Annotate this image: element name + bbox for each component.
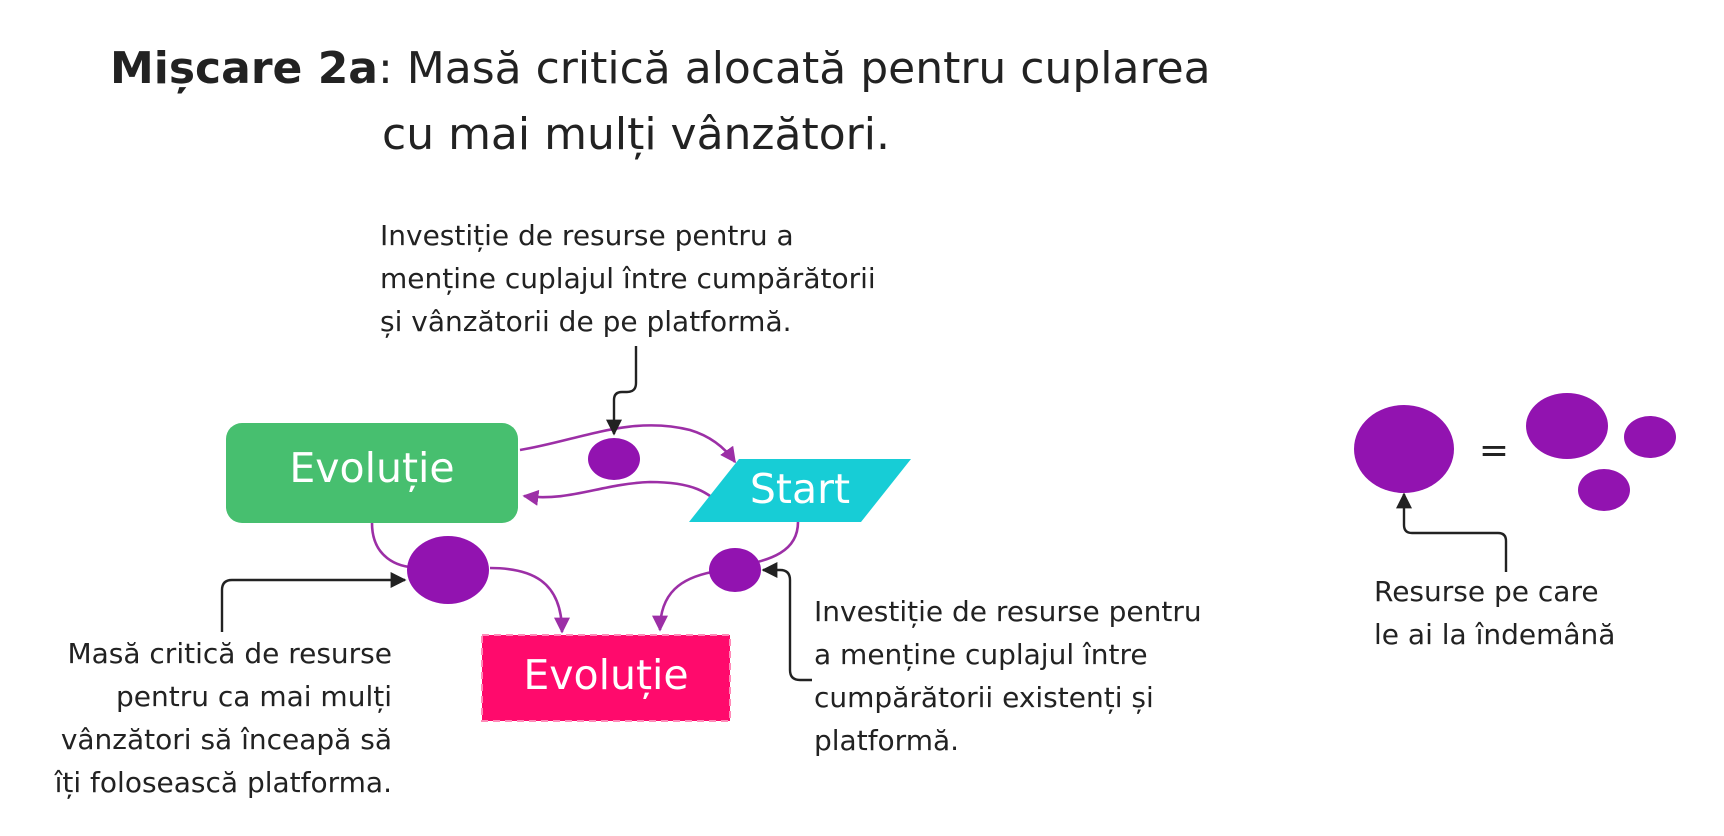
note-right-line: Investiție de resurse pentru <box>814 595 1202 628</box>
note-top-line: menține cuplajul între cumpărătorii <box>380 262 876 295</box>
note-left-line: vânzători să înceapă să <box>60 723 392 756</box>
title-rest: : Masă critică alocată pentru cuplarea <box>378 43 1211 94</box>
evolutie-bottom-node <box>481 634 731 722</box>
note-left-line: Masă critică de resurse <box>67 637 392 670</box>
note-top-line: și vânzătorii de pe platformă. <box>380 305 792 338</box>
title-bold: Mișcare 2a <box>110 43 378 94</box>
legend-small-circle-2 <box>1624 416 1676 458</box>
note-left-line: îți folosească platforma. <box>54 766 392 799</box>
note-resources: Resurse pe care le ai la îndemână <box>1374 570 1615 656</box>
start-node <box>689 459 911 522</box>
evolutie-top-label: Evoluție <box>289 444 454 492</box>
legend-small-circle-3 <box>1578 469 1630 511</box>
flow-to-evolutie-bottom-right <box>652 570 713 632</box>
title-line2: cu mai mulți vânzători. <box>382 109 890 160</box>
flow-start-to-evolutie <box>522 480 732 516</box>
resource-circle-critical-mass <box>407 536 489 604</box>
arrow-left-note <box>220 572 407 632</box>
note-right: Investiție de resurse pentru a menține c… <box>814 590 1202 762</box>
arrow-resources-note <box>1396 492 1508 572</box>
note-left: Masă critică de resurse pentru ca mai mu… <box>30 632 392 804</box>
resource-circle-top <box>588 438 640 480</box>
legend-large-circle <box>1354 405 1454 493</box>
resource-circle-right <box>709 548 761 592</box>
arrow-right-note <box>761 562 812 682</box>
note-top: Investiție de resurse pentru a menține c… <box>380 214 876 343</box>
arrow-top-note <box>606 346 638 436</box>
note-left-line: pentru ca mai mulți <box>115 680 392 713</box>
flow-evolutie-to-start <box>519 424 737 464</box>
note-resources-line: Resurse pe care <box>1374 575 1599 608</box>
evolutie-bottom-label: Evoluție <box>523 651 688 699</box>
note-right-line: a menține cuplajul între <box>814 638 1148 671</box>
note-right-line: platformă. <box>814 724 960 757</box>
flow-to-evolutie-bottom-left <box>489 566 570 634</box>
start-label: Start <box>750 465 850 513</box>
note-resources-line: le ai la îndemână <box>1374 618 1616 651</box>
note-right-line: cumpărătorii existenți și <box>814 681 1154 714</box>
page-title: Mișcare 2a: Masă critică alocată pentru … <box>110 36 1211 168</box>
legend-small-circle-1 <box>1526 393 1608 459</box>
legend-equals: = <box>1479 430 1509 471</box>
evolutie-top-node <box>226 423 518 523</box>
note-top-line: Investiție de resurse pentru a <box>380 219 794 252</box>
